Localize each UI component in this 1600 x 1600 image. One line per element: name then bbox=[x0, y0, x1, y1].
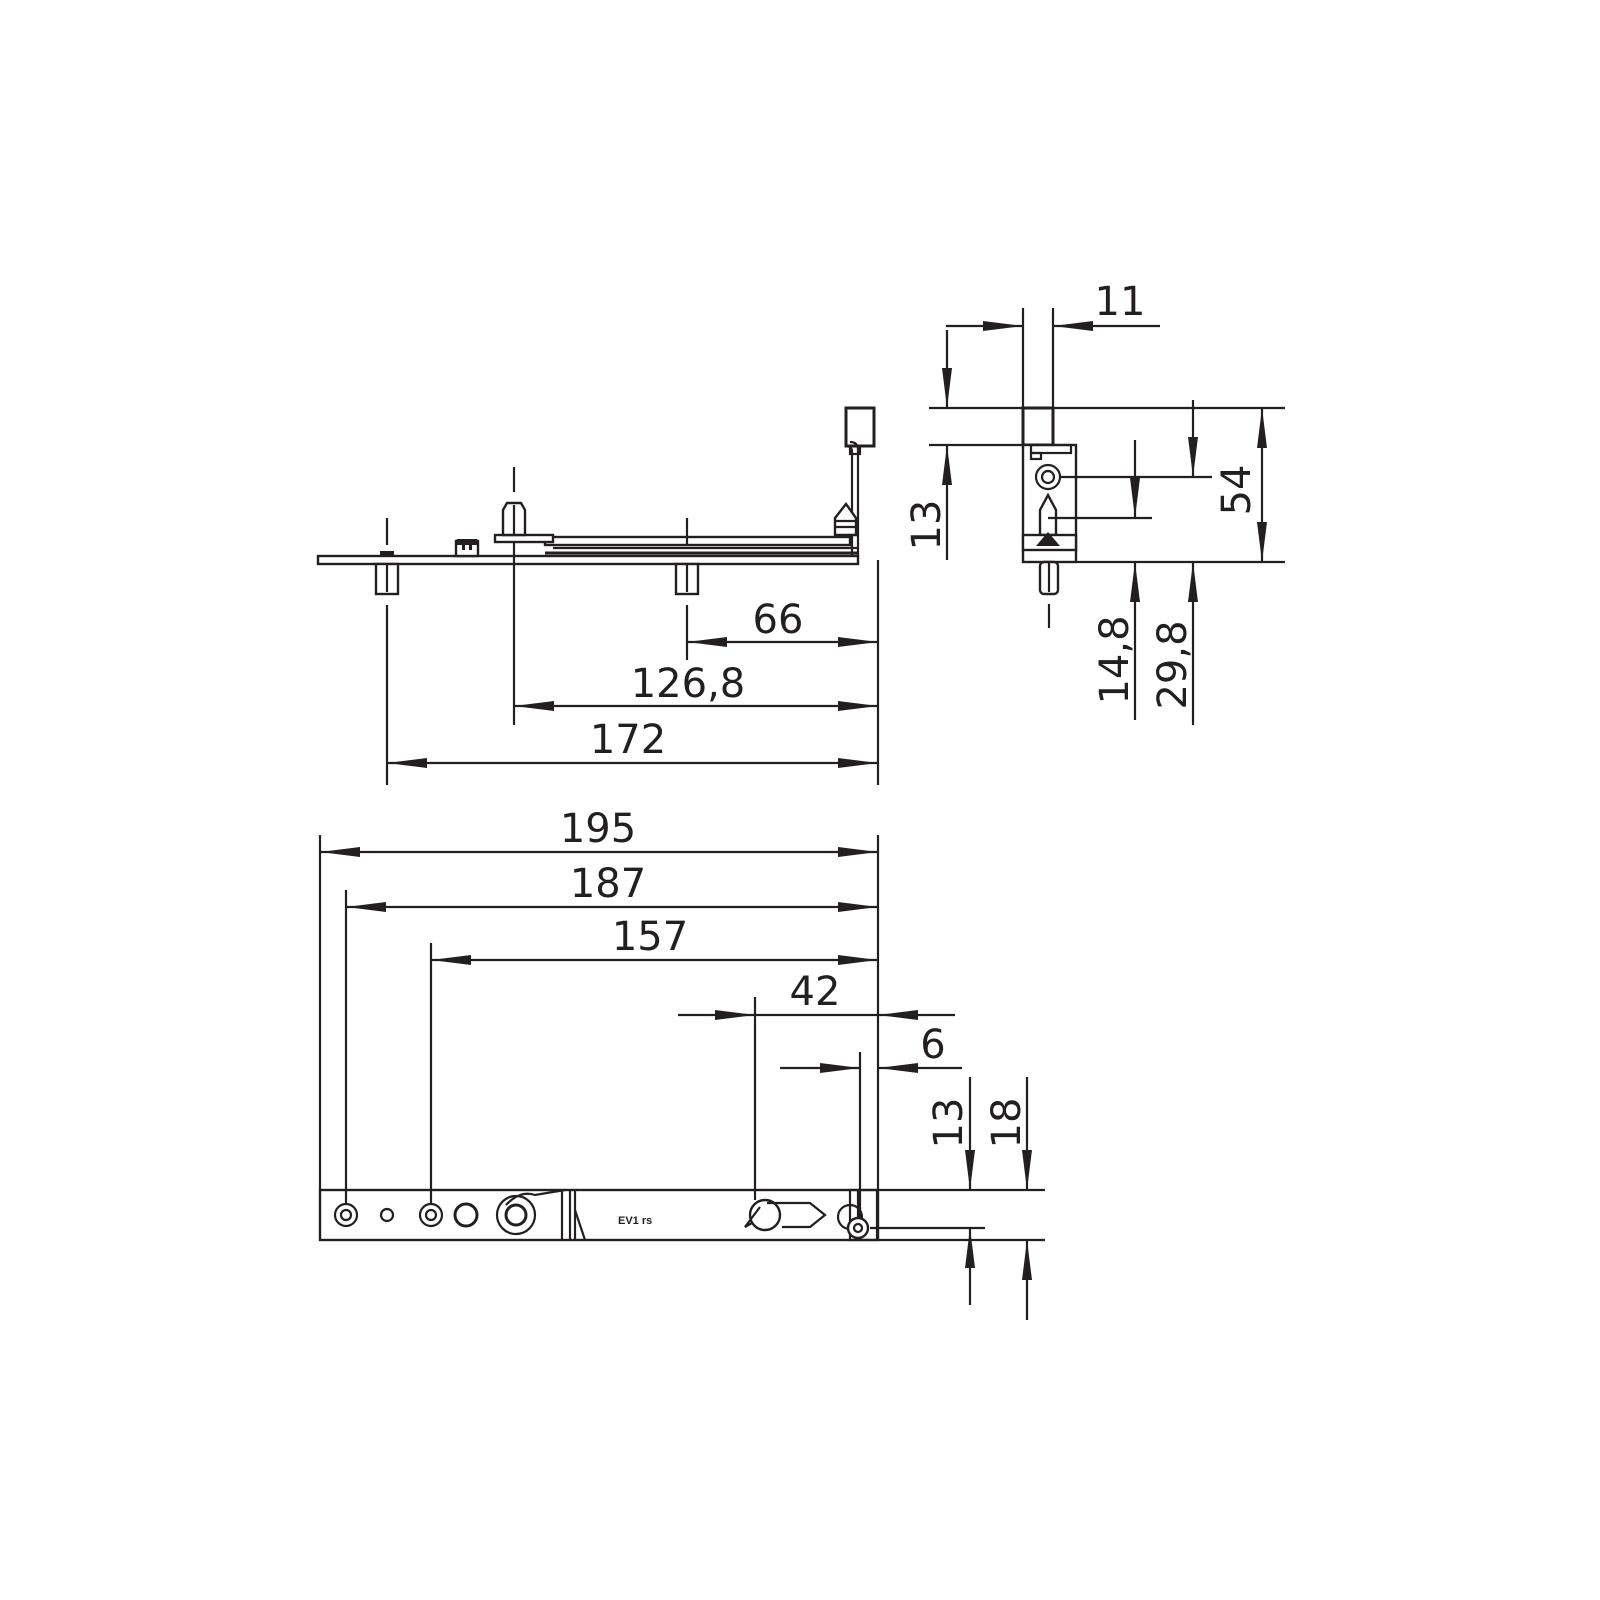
dimension-label: 42 bbox=[790, 969, 841, 1015]
end-view: 11 13 54 14,8 29,8 bbox=[904, 279, 1285, 725]
dimension-label: 66 bbox=[753, 597, 804, 643]
dimension-label: 195 bbox=[560, 806, 636, 852]
stud-middle bbox=[674, 562, 700, 596]
dimension-126-8: 126,8 bbox=[514, 661, 878, 711]
dimension-42: 42 bbox=[678, 969, 955, 1020]
dimension-54: 54 bbox=[1214, 408, 1267, 562]
dimension-6: 6 bbox=[780, 1022, 962, 1073]
dimension-195: 195 bbox=[320, 806, 878, 857]
dimension-label: 6 bbox=[920, 1022, 945, 1068]
stud-left bbox=[374, 551, 400, 596]
dimension-14-8: 14,8 bbox=[1092, 440, 1140, 720]
vertical-bracket bbox=[844, 406, 876, 555]
dimension-29-8: 29,8 bbox=[1150, 400, 1198, 725]
conical-cap bbox=[833, 501, 858, 537]
stud-upper bbox=[501, 501, 527, 537]
dimension-label: 18 bbox=[984, 1098, 1030, 1149]
dimension-157: 157 bbox=[431, 914, 878, 965]
end-screw-icon bbox=[846, 1216, 870, 1240]
dimension-11: 11 bbox=[946, 279, 1160, 445]
dimension-label: 13 bbox=[904, 500, 950, 551]
part-label: EV1 rs bbox=[618, 1215, 652, 1227]
base-plate bbox=[316, 554, 860, 566]
top-view: EV1 rs 195 187 bbox=[318, 806, 1045, 1320]
pivot-icon bbox=[495, 1188, 566, 1236]
dimension-13-top: 13 bbox=[904, 330, 952, 560]
dimension-label: 13 bbox=[926, 1098, 972, 1149]
dimension-66: 66 bbox=[687, 597, 878, 647]
dimension-label: 187 bbox=[570, 861, 646, 907]
small-hole-icon bbox=[379, 1207, 395, 1223]
side-view: 66 126,8 172 bbox=[316, 406, 880, 785]
dimension-172: 172 bbox=[387, 717, 878, 768]
dimension-label: 126,8 bbox=[631, 661, 746, 707]
dimension-label: 29,8 bbox=[1150, 620, 1196, 709]
dimension-187: 187 bbox=[346, 861, 878, 912]
dimension-label: 157 bbox=[612, 914, 688, 960]
cam-icon bbox=[744, 1198, 864, 1232]
nut-icon bbox=[453, 1202, 479, 1228]
dimension-18: 18 bbox=[984, 1077, 1032, 1320]
dimension-13-bottom: 13 bbox=[926, 1077, 975, 1305]
upper-rail bbox=[493, 533, 858, 555]
dimension-label: 11 bbox=[1095, 279, 1146, 325]
dimension-label: 172 bbox=[590, 717, 666, 763]
dimension-label: 54 bbox=[1214, 465, 1260, 516]
dimension-label: 14,8 bbox=[1092, 615, 1138, 704]
knurled-nut bbox=[454, 539, 480, 558]
